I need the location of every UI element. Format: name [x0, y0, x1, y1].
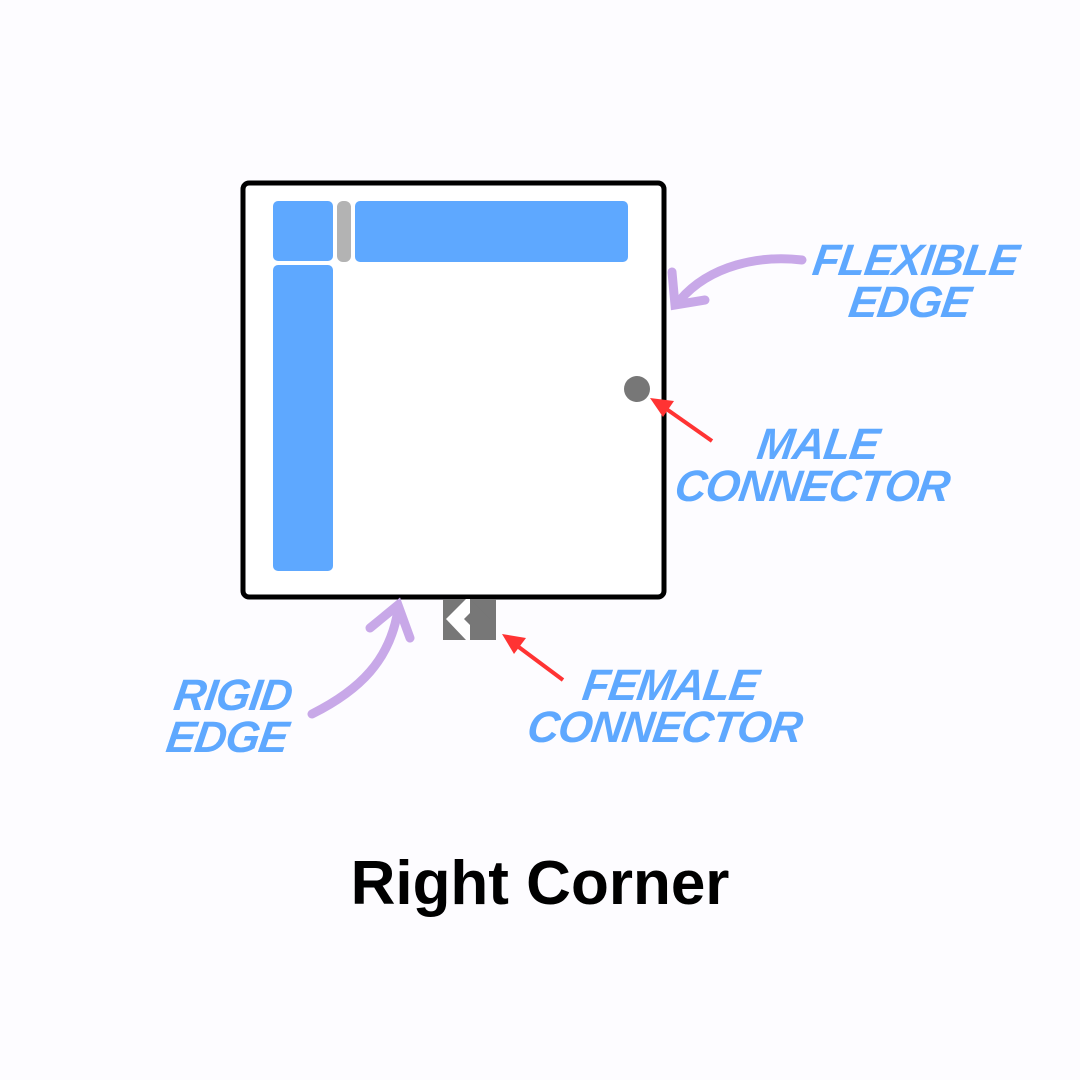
label-line: EDGE	[163, 713, 291, 762]
left-panel	[273, 265, 333, 571]
purple-arrow-rigid	[307, 597, 415, 719]
diagram-title: Right Corner	[350, 849, 730, 918]
red-arrow-male	[650, 398, 714, 443]
gray-divider	[337, 201, 351, 262]
male-connector	[624, 376, 650, 402]
corner-frame	[240, 180, 667, 600]
label-line: MALE	[754, 420, 882, 469]
corner-panel-square	[273, 201, 333, 261]
label-line: CONNECTOR	[524, 703, 805, 752]
rigid-edge-label: RIGID EDGE	[154, 671, 306, 762]
label-line: RIGID	[170, 671, 296, 720]
male-connector-label: MALE CONNECTOR	[669, 420, 961, 511]
female-connector	[443, 599, 496, 640]
label-line: FLEXIBLE	[809, 236, 1022, 285]
label-line: FEMALE	[579, 661, 762, 710]
red-arrow-female	[502, 634, 565, 682]
purple-arrow-flexible	[667, 254, 807, 311]
label-line: EDGE	[845, 278, 974, 327]
female-connector-label: FEMALE CONNECTOR	[519, 661, 816, 752]
flexible-edge-label: FLEXIBLE EDGE	[794, 236, 1031, 327]
label-line: CONNECTOR	[671, 462, 953, 511]
top-panel	[355, 201, 628, 262]
